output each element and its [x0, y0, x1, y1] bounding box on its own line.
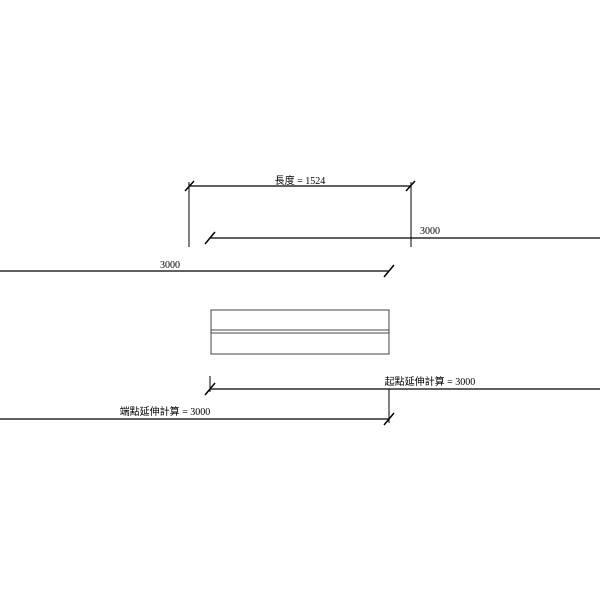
upper-extension-right-tick	[204, 231, 216, 245]
upper-extension-right-label: 3000	[420, 226, 440, 237]
part-outline	[210, 309, 390, 355]
upper-extension-left-label: 3000	[160, 260, 180, 271]
length-dimension-label: 長度 = 1524	[275, 174, 326, 187]
end-extension-calc: 端點延伸計算 = 3000	[0, 389, 395, 426]
length-dimension: 長度 = 1524	[184, 174, 416, 247]
upper-extension-left-tick	[383, 264, 395, 278]
start-extension-calc: 起點延伸計算 = 3000	[204, 375, 600, 396]
upper-extension-left: 3000	[0, 260, 395, 278]
part-body	[210, 309, 390, 355]
start-extension-calc-label: 起點延伸計算 = 3000	[385, 375, 476, 388]
start-extension-calc-tick	[204, 382, 216, 396]
end-extension-calc-tick	[383, 412, 395, 426]
end-extension-calc-label: 端點延伸計算 = 3000	[120, 405, 211, 418]
length-tick-right	[405, 180, 416, 192]
upper-extension-right: 3000	[204, 226, 600, 245]
length-tick-left	[184, 180, 195, 192]
